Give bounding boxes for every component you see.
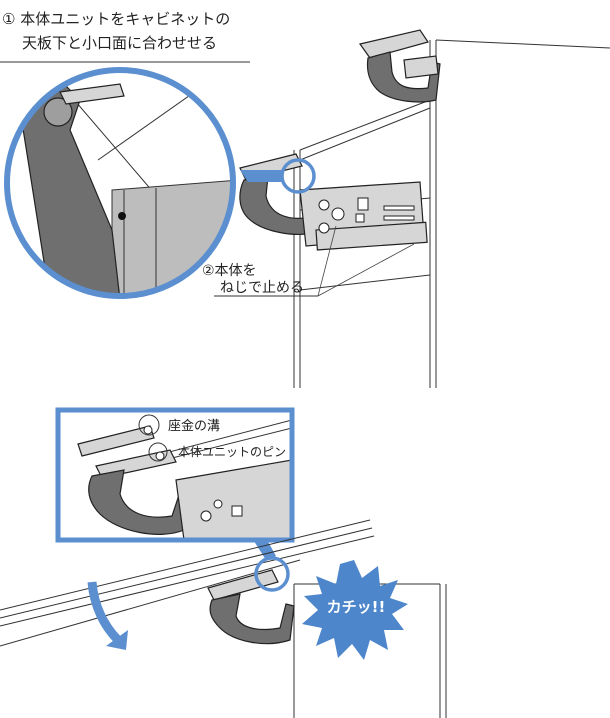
zoom-detail-lower	[58, 410, 292, 540]
callout-washer-groove: 座金の溝	[168, 418, 220, 434]
hinge-unit-upper	[358, 29, 441, 103]
zoom-connector-lower	[252, 538, 276, 560]
step2-label-line1: ②本体を	[202, 263, 257, 279]
step2-label-line2: ねじで止める	[220, 280, 304, 296]
click-sound-burst: カチッ!!	[302, 560, 408, 660]
pin-marker	[148, 442, 168, 462]
downward-rotation-arrow	[87, 581, 128, 650]
focus-circle-lower	[254, 556, 290, 592]
step2-leader-2	[317, 243, 415, 297]
door-panel-lowering	[0, 519, 375, 647]
zoom-frame-lower	[55, 407, 295, 543]
groove-marker	[138, 414, 160, 436]
zoom-connector-upper	[240, 170, 283, 182]
step1-title-line1: ① 本体ユニットをキャビネットの	[2, 10, 230, 28]
step2-leader-1	[317, 225, 337, 297]
zoom-circle-upper	[4, 67, 236, 299]
click-sound-text: カチッ!!	[327, 598, 386, 616]
step1-title-line2: 天板下と小口面に合わせせる	[22, 34, 217, 52]
hinge-unit-middle	[239, 153, 428, 251]
callout-unit-pin: 本体ユニットのピン	[178, 445, 286, 459]
hinge-unit-lower	[207, 569, 295, 645]
